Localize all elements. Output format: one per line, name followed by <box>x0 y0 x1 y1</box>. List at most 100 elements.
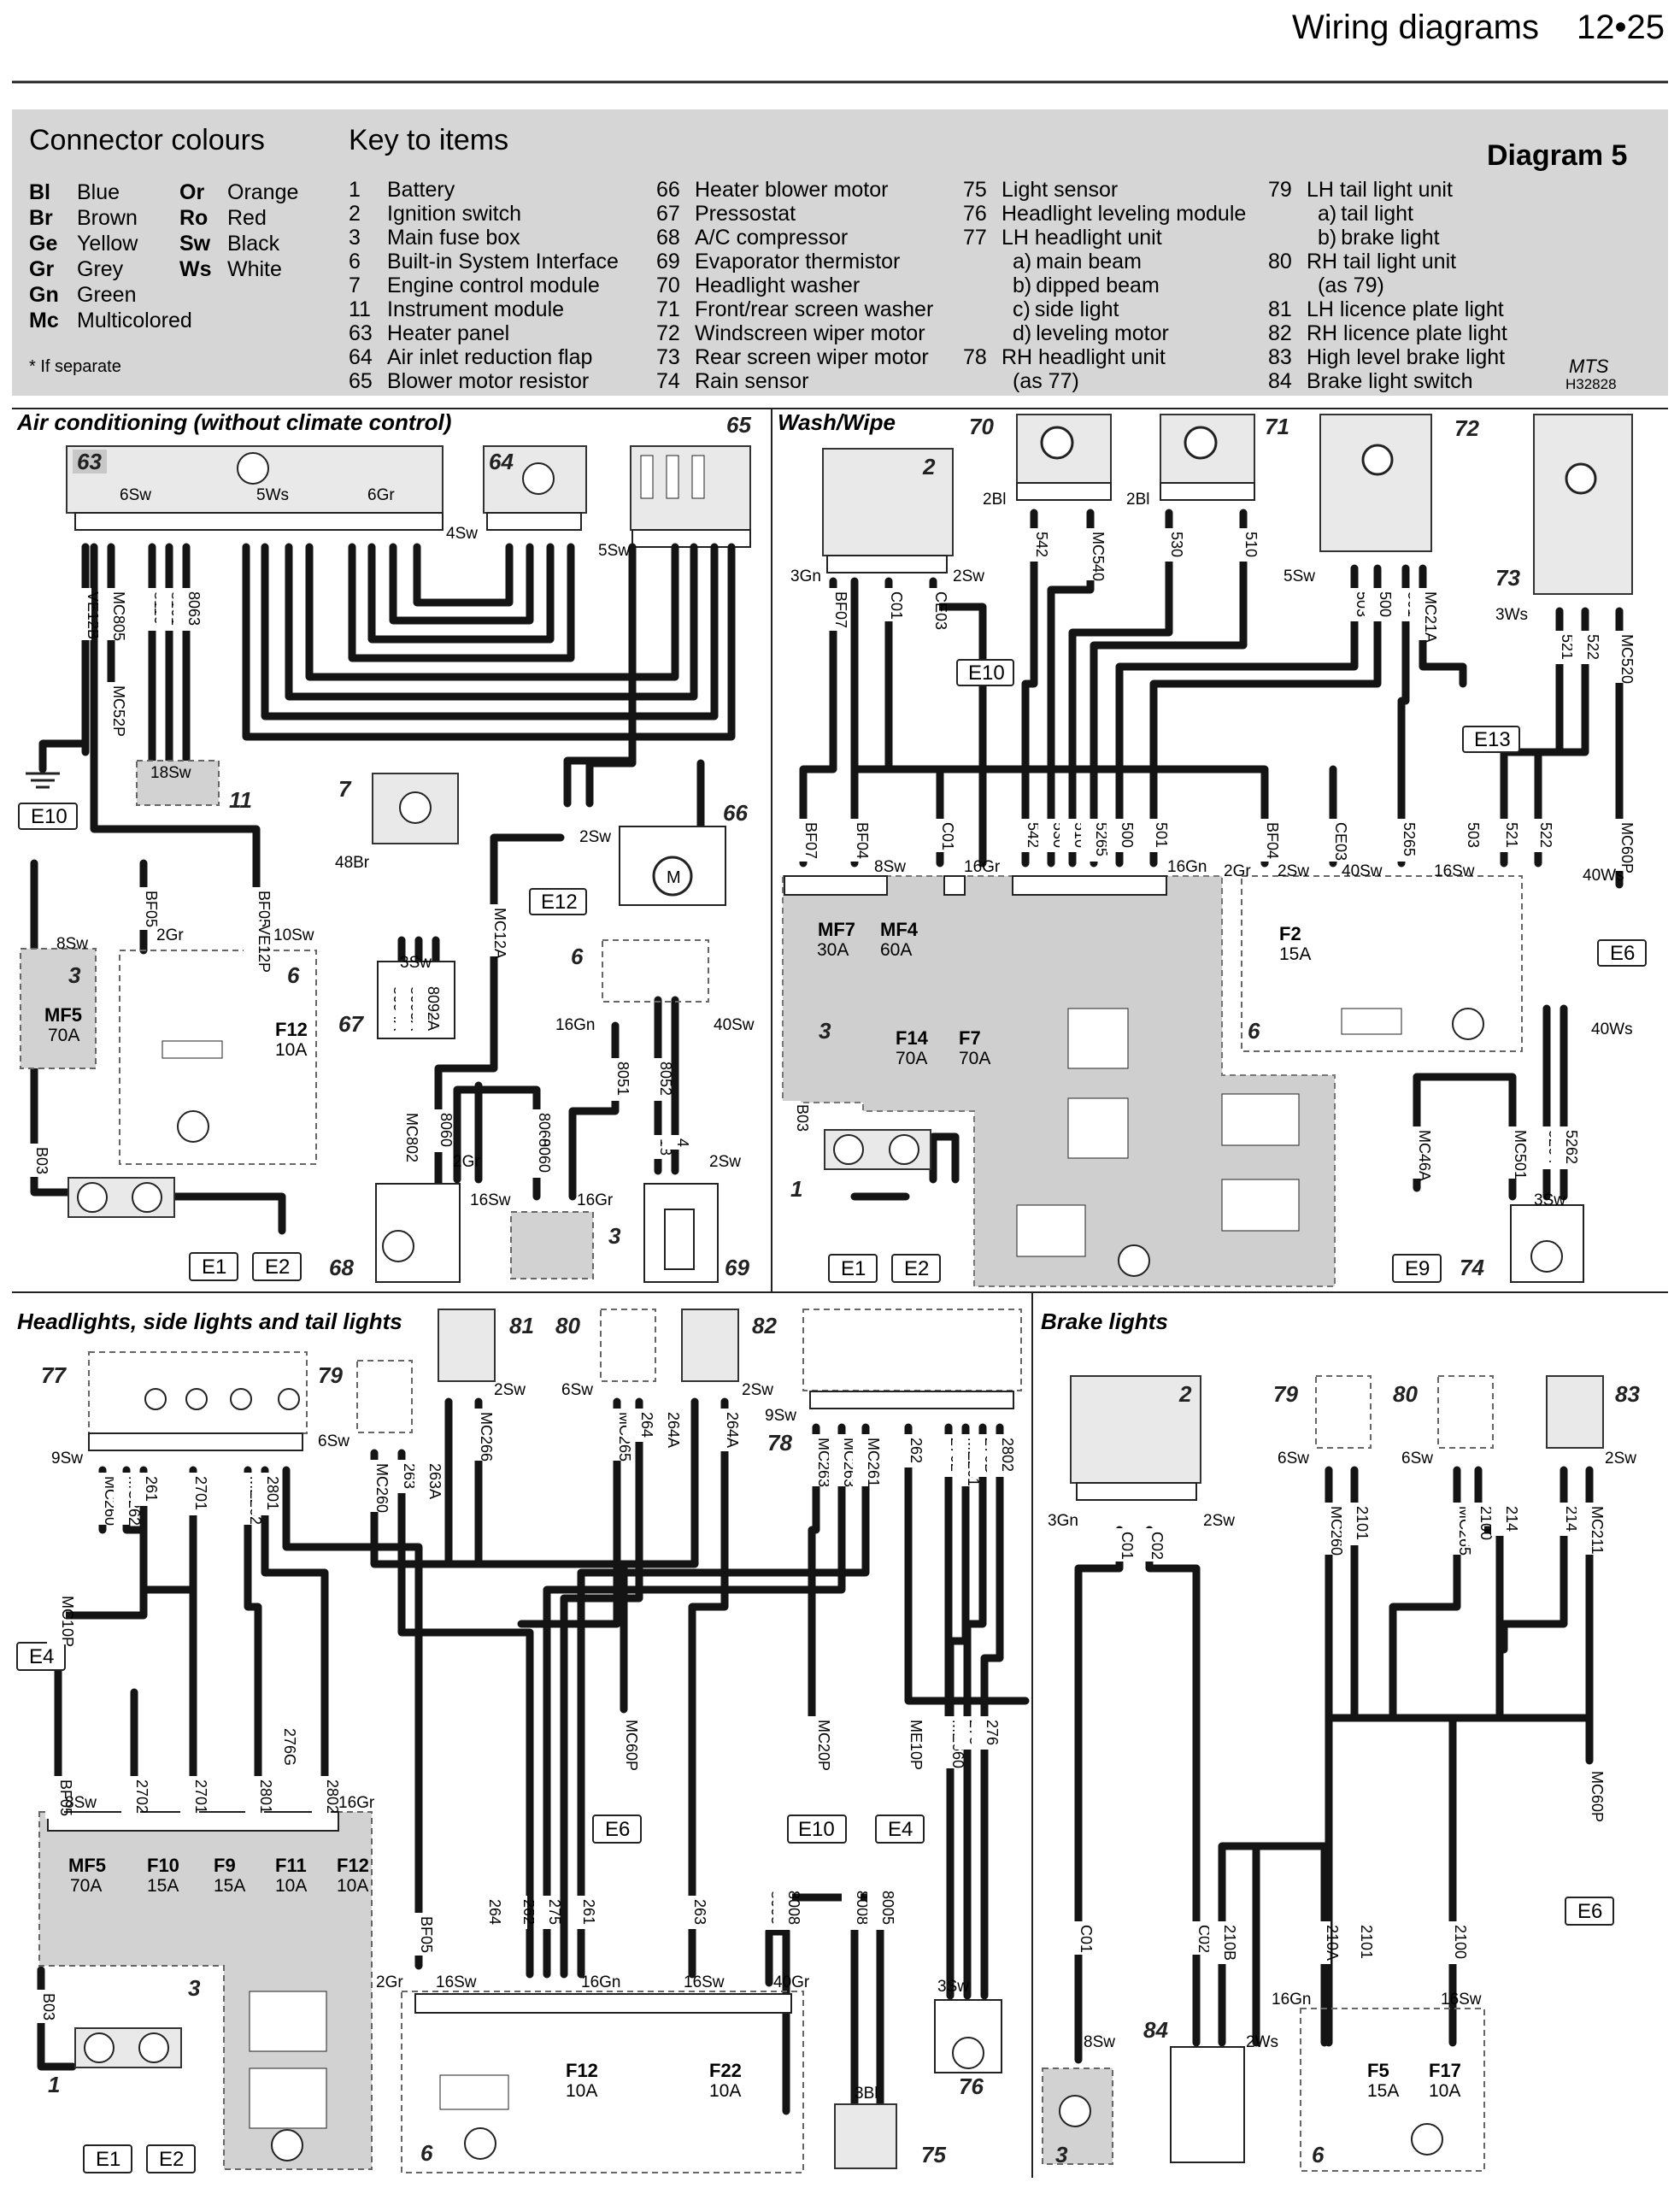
wire-label-bg <box>1365 588 1383 621</box>
wire-label: 5265 <box>1401 822 1418 856</box>
wire-label-bg <box>114 1473 132 1525</box>
wire-label-bg <box>414 1460 433 1503</box>
colour-code: Br <box>29 206 53 230</box>
wire-label: 264 <box>486 1899 503 1925</box>
key-number: 80 <box>1268 250 1292 274</box>
wire-label: 2802 <box>324 1779 341 1814</box>
component-number: 71 <box>1265 414 1289 439</box>
key-number: 64 <box>349 345 373 369</box>
wire-label-bg <box>508 1896 527 1929</box>
fuse-label: F9 <box>214 1855 236 1876</box>
key-item: a) main beam <box>1013 250 1142 274</box>
key-item: b) brake light <box>1318 226 1440 250</box>
key-item: Evaporator thermistor <box>695 250 900 274</box>
wire-label: 4 <box>674 1138 691 1147</box>
wire-label: 210A <box>1324 1925 1341 1961</box>
wire-label-bg <box>389 1460 408 1493</box>
colour-code: Mc <box>29 309 59 332</box>
wire-label: MC12A <box>491 908 508 959</box>
component-number: 3 <box>1055 2142 1068 2167</box>
wire-label-bg <box>626 1409 645 1442</box>
key-number: 68 <box>656 226 680 250</box>
ignition-switch <box>822 448 954 556</box>
wire-label-bg <box>920 588 939 631</box>
wire-label: C01 <box>1119 1532 1136 1560</box>
wire-label-bg <box>937 1716 956 1768</box>
wire-label-bg <box>244 887 262 930</box>
fuse-rating: 15A <box>1367 2081 1399 2101</box>
key-item: Front/rear screen washer <box>695 297 933 321</box>
wire-label: CE03 <box>932 591 949 630</box>
wire-label: 8052 <box>657 1062 674 1096</box>
key-number: 84 <box>1268 369 1292 393</box>
wire-label-bg <box>98 682 117 734</box>
aircon-section: 63 64 65 <box>18 412 751 1283</box>
key-item: Main fuse box <box>387 226 520 250</box>
key-item: c) side light <box>1013 297 1119 321</box>
wire <box>242 543 736 741</box>
wire-label-bg <box>1021 528 1040 562</box>
wire-label-bg <box>1393 588 1412 621</box>
component-number: 70 <box>969 414 994 439</box>
wire-label-bg <box>955 1716 973 1750</box>
wire-label-bg <box>379 983 397 1035</box>
wire-label-bg <box>927 819 946 852</box>
ground-label: E2 <box>265 1256 290 1279</box>
wire-label: C02 <box>1148 1532 1166 1560</box>
wire-label-bg <box>1491 1503 1510 1536</box>
wire <box>244 1466 262 1808</box>
fuse-label: F17 <box>1429 2060 1461 2081</box>
connector-tag: 9Sw <box>51 1450 83 1467</box>
wire-label: MC60P <box>623 1720 640 1771</box>
wire <box>261 543 719 721</box>
wire-label: 210B <box>1221 1925 1238 1961</box>
wire-label-bg <box>1572 631 1591 664</box>
wire-label: 5265 <box>1093 822 1110 856</box>
main-fuse-box <box>510 1211 594 1279</box>
wire-label-bg <box>1577 1767 1595 1820</box>
key-item: LH headlight unit <box>1002 226 1162 250</box>
wire-label-bg <box>131 1473 150 1506</box>
wire-label-bg <box>1389 819 1407 862</box>
connector-tag: 16Gn <box>555 1016 595 1034</box>
wire-label-bg <box>1060 819 1078 852</box>
fuse-label: MF5 <box>68 1855 106 1876</box>
component-number: 65 <box>726 412 751 438</box>
fuse-rating: 70A <box>48 1026 79 1045</box>
colour-name: Grey <box>77 257 124 281</box>
wire <box>1474 1466 1504 1722</box>
component-number: 2 <box>922 454 936 479</box>
key-number: 72 <box>656 321 680 345</box>
colour-code: Gr <box>29 257 54 281</box>
wire-label: B03 <box>794 1104 811 1132</box>
key-item: Battery <box>387 178 455 202</box>
fuse-label: F22 <box>709 2060 742 2081</box>
connector-tag: 5Sw <box>1283 568 1315 585</box>
wire-label-bg <box>820 588 839 631</box>
wire-label: MC263 <box>815 1438 832 1487</box>
wire-label: MC260 <box>1328 1506 1345 1556</box>
wire-label-bg <box>156 588 175 631</box>
component-number: 1 <box>48 2072 60 2097</box>
ground-symbol <box>1597 939 1647 967</box>
ground-label: E6 <box>605 1818 630 1841</box>
key-item: Rain sensor <box>695 369 808 393</box>
wire-label-bg <box>712 1409 731 1451</box>
rh-tail-light <box>600 1309 656 1382</box>
wire-label: BF05 <box>256 891 273 927</box>
ground-symbol <box>828 1254 878 1283</box>
component-number: 67 <box>338 1011 364 1037</box>
connector-block <box>486 512 582 531</box>
wire <box>139 1466 197 1808</box>
key-number: 63 <box>349 321 373 345</box>
key-number: 11 <box>349 297 371 321</box>
connector-tag: 2Bl <box>983 491 1006 509</box>
connector-tag: 48Br <box>335 854 370 872</box>
wire-label-bg <box>391 1109 410 1162</box>
connector-tag: 2Gr <box>156 926 184 944</box>
wire-label: MC266 <box>478 1412 495 1462</box>
wire-label: MC46A <box>1416 1130 1433 1181</box>
wire-label: 5262 <box>1563 1130 1580 1164</box>
wire-label: 264A <box>724 1412 741 1448</box>
